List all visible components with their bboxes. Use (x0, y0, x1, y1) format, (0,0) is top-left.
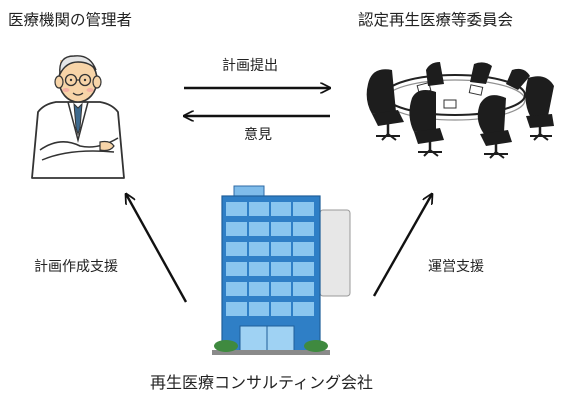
plan-submission-label: 計画提出 (222, 58, 278, 74)
doctor-icon (31, 55, 125, 179)
company-label: 再生医療コンサルティング会社 (150, 373, 374, 392)
meeting-table-icon (366, 62, 554, 159)
plan-creation-support-label: 計画作成支援 (34, 259, 118, 275)
operation-support-arrow (372, 194, 432, 297)
operation-support-label: 運営支援 (428, 259, 484, 275)
plan-creation-support-arrow (126, 194, 188, 303)
office-building-icon (212, 185, 351, 355)
manager-label: 医療機関の管理者 (8, 11, 133, 29)
arrows (126, 88, 432, 303)
committee-label: 認定再生医療等委員会 (358, 11, 514, 29)
opinion-label: 意見 (244, 127, 272, 143)
